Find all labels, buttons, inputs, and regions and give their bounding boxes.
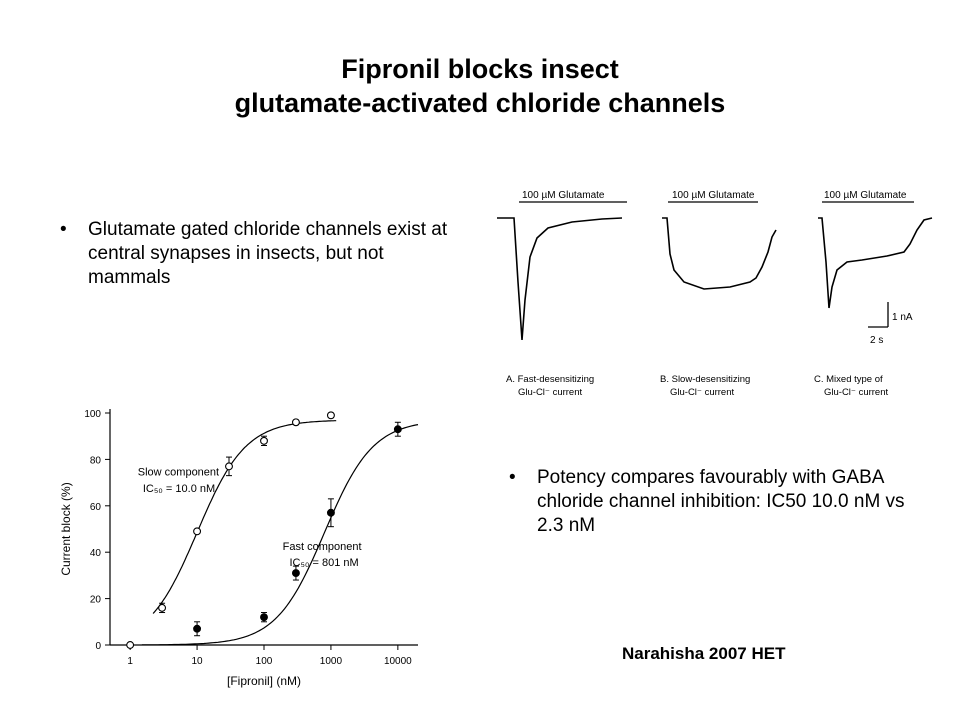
y-tick-label: 20	[90, 595, 102, 606]
fit-curves	[141, 420, 419, 646]
dose-response-chart: 0 20 40 60 80 100 1 10 100 1000 10000 [Fipronil] (…	[59, 409, 419, 688]
y-tick-label: 100	[84, 409, 101, 420]
y-tick-label: 60	[90, 502, 102, 513]
slow-data-point	[126, 641, 135, 649]
slow-data-point	[326, 411, 335, 420]
slow-component-label: Slow component	[138, 467, 219, 479]
x-tick-label: 10	[192, 656, 204, 667]
current-traces-figure: 100 µM Glutamate A. Fast-desensitizing G…	[497, 190, 933, 398]
bullet-dot: •	[60, 219, 67, 240]
fast-component-label: Fast component	[283, 541, 362, 553]
bullet-potency: • Potency compares favourably with GABA …	[509, 466, 917, 538]
caption-b-line1: B. Slow-desensitizing	[660, 374, 750, 385]
y-axis-label: Current block (%)	[59, 482, 73, 575]
scale-time-label: 2 s	[870, 335, 883, 346]
trace-slow	[662, 217, 777, 290]
fit-curve-slow	[152, 420, 337, 614]
x-tick-label: 1000	[320, 656, 343, 667]
fast-data-point	[193, 624, 202, 633]
slow-data-point	[158, 603, 167, 612]
fast-data-point	[326, 508, 335, 517]
x-tick-label: 100	[256, 656, 273, 667]
y-tick-label: 0	[95, 641, 101, 652]
bullet-text: Potency compares favourably with GABA ch…	[537, 467, 905, 536]
data-points	[126, 411, 402, 649]
fast-data-point	[291, 569, 300, 578]
stimulus-label: 100 µM Glutamate	[672, 190, 755, 201]
chart-axes: 0 20 40 60 80 100 1 10 100 1000 10000	[84, 409, 418, 667]
stimulus-label: 100 µM Glutamate	[824, 190, 907, 201]
y-tick-label: 40	[90, 548, 102, 559]
caption-a-line2: Glu-Cl⁻ current	[518, 387, 582, 398]
caption-c-line2: Glu-Cl⁻ current	[824, 387, 888, 398]
trace-panel-a: 100 µM Glutamate A. Fast-desensitizing G…	[497, 190, 627, 398]
fast-ic50-label: IC₅₀ = 801 nM	[289, 557, 358, 569]
slow-data-point	[291, 418, 300, 427]
fast-data-point	[260, 613, 268, 622]
bullet-dot: •	[509, 467, 516, 488]
title-line-1: Fipronil blocks insect	[341, 54, 619, 84]
scale-bar: 1 nA 2 s	[868, 302, 913, 346]
trace-fast	[497, 217, 623, 341]
fast-data-point	[393, 425, 402, 434]
trace-mixed	[818, 217, 933, 309]
x-tick-label: 10000	[384, 656, 412, 667]
y-tick-label: 80	[90, 455, 102, 466]
slow-data-point	[193, 527, 202, 536]
x-axis-label: [Fipronil] (nM)	[227, 674, 301, 688]
fit-curve-fast	[141, 424, 419, 646]
slow-ic50-label: IC₅₀ = 10.0 nM	[143, 483, 215, 495]
stimulus-label: 100 µM Glutamate	[522, 190, 605, 201]
citation: Narahisha 2007 HET	[622, 644, 786, 663]
slide-title: Fipronil blocks insect glutamate-activat…	[0, 52, 960, 120]
slow-data-point	[260, 436, 268, 445]
trace-panel-b: 100 µM Glutamate B. Slow-desensitizing G…	[660, 190, 777, 398]
x-tick-label: 1	[127, 656, 133, 667]
trace-panel-c: 100 µM Glutamate C. Mixed type of Glu-Cl…	[814, 190, 933, 398]
caption-b-line2: Glu-Cl⁻ current	[670, 387, 734, 398]
bullet-text: Glutamate gated chloride channels exist …	[88, 219, 448, 288]
bullet-synapses: • Glutamate gated chloride channels exis…	[60, 218, 468, 290]
caption-a-line1: A. Fast-desensitizing	[506, 374, 594, 385]
scale-current-label: 1 nA	[892, 312, 913, 323]
title-line-2: glutamate-activated chloride channels	[234, 88, 726, 118]
slow-data-point	[225, 462, 233, 471]
caption-c-line1: C. Mixed type of	[814, 374, 883, 385]
